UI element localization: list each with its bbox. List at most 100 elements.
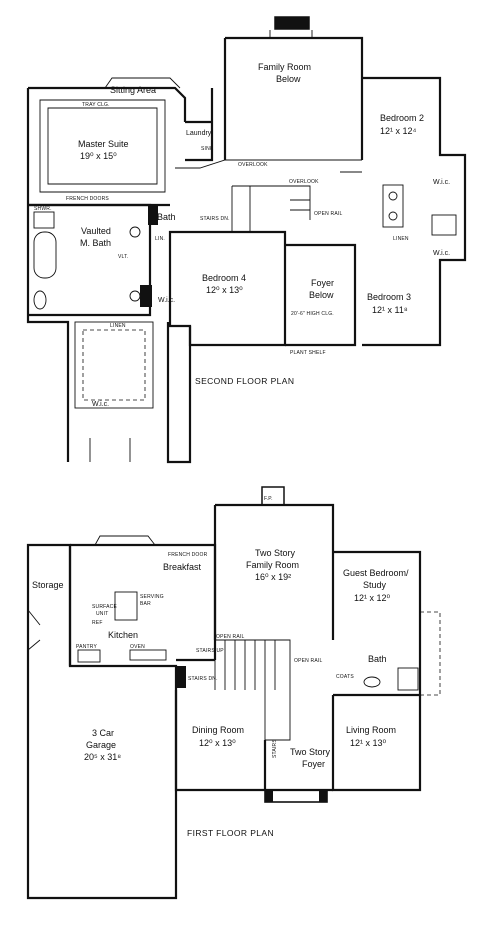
family-room-below-walls [223,36,364,160]
label-surface-2: UNIT [96,611,108,617]
label-serving-2: BAR [140,601,151,607]
island [114,591,138,621]
label-family-room-below-2: Below [276,74,301,84]
label-bedroom-2-dim: 12¹ x 12⁴ [380,126,417,136]
toilet [33,290,47,310]
tub [33,231,57,279]
label-family-room-below-1: Family Room [258,62,311,72]
label-tray-clg: TRAY CLG. [82,102,110,108]
bath-vanity-2 [382,184,404,228]
entry-porch [264,789,328,803]
label-two-story-family-dim: 16⁰ x 19² [255,572,291,582]
label-dining-dim: 12⁰ x 13⁰ [199,738,236,748]
label-storage: Storage [32,580,64,590]
label-shwr: SHWR. [34,206,52,212]
label-fp: F.P. [264,496,273,502]
guest-bedroom-walls [333,550,422,697]
label-bedroom-4-dim: 12⁰ x 13⁰ [206,285,243,295]
living-room-walls [331,695,422,792]
label-open-rail-2f: OPEN RAIL [314,211,342,217]
dining-room-walls [174,690,267,792]
label-french-door: FRENCH DOOR [168,552,208,558]
label-m-bath: M. Bath [80,238,111,248]
label-two-story-family-2: Family Room [246,560,299,570]
label-guest-bedroom-1: Guest Bedroom/ [343,568,409,578]
master-wic [74,321,154,409]
label-garage-dim: 20⁵ x 31⁸ [84,752,121,762]
label-two-story-family-1: Two Story [255,548,296,558]
second-floor-labels: Sitting Area TRAY CLG. Master Suite 19⁰ … [34,62,450,408]
label-surface-1: SURFACE [92,604,117,610]
label-vaulted: Vaulted [81,226,111,236]
chimney [274,16,310,30]
bedroom-4-walls [168,230,287,347]
family-room-walls [213,503,335,640]
master-bath-walls [28,203,152,317]
label-ref: REF [92,620,103,626]
label-guest-bedroom-dim: 12¹ x 12⁰ [354,593,391,603]
label-garage-1: 3 Car [92,728,114,738]
first-floor-title: FIRST FLOOR PLAN [187,828,274,838]
label-overlook-2: OVERLOOK [289,179,319,185]
label-two-story-foyer-2: Foyer [302,759,325,769]
label-master-suite-dim: 19⁰ x 15⁰ [80,151,117,161]
second-floor-title: SECOND FLOOR PLAN [195,376,294,386]
label-wic-3: W.i.c. [158,297,175,304]
shower [33,211,55,229]
label-open-rail-2: OPEN RAIL [294,658,322,664]
label-pantry: PANTRY [76,644,97,650]
label-oven: OVEN [130,644,145,650]
label-foyer-below-1: Foyer [311,278,334,288]
label-stairs-dn-2f: STAIRS DN. [200,216,230,222]
label-serving-1: SERVING [140,594,164,600]
label-wic-master: W.i.c. [92,401,109,408]
label-garage-2: Garage [86,740,116,750]
tray-ceiling-outline [39,99,166,193]
label-coats: COATS [336,674,354,680]
label-lin: LIN. [155,236,165,242]
label-linen-1: LINEN [110,323,126,329]
label-wic-1: W.i.c. [433,179,450,186]
label-foyer-below-2: Below [309,290,334,300]
label-dining-room: Dining Room [192,725,244,735]
label-stairs-1f: STAIRS [272,739,278,758]
stair-1f [214,639,291,741]
breakfast-bay [94,535,156,546]
bedroom-2-walls [362,76,467,347]
label-sitting-area: Sitting Area [110,85,156,95]
label-stairs-up: STAIRS UP [196,648,224,654]
label-linen-2: LINEN [393,236,409,242]
second-floor-plan [26,16,467,464]
sink-1 [129,226,141,238]
label-bath: Bath [157,212,176,222]
label-wic-2: W.i.c. [433,250,450,257]
label-bedroom-3-dim: 12¹ x 11⁸ [372,305,408,315]
fireplace [261,486,285,506]
label-two-story-foyer-1: Two Story [290,747,331,757]
label-kitchen: Kitchen [108,630,138,640]
label-bath-1f: Bath [368,654,387,664]
label-living-room: Living Room [346,725,396,735]
label-laundry: Laundry [186,130,212,137]
tub-2 [431,214,457,236]
label-open-rail-1: OPEN RAIL [216,634,244,640]
label-bedroom-4: Bedroom 4 [202,273,246,283]
label-master-suite: Master Suite [78,139,129,149]
label-bedroom-3: Bedroom 3 [367,292,411,302]
laundry-walls [185,88,214,162]
label-breakfast: Breakfast [163,562,202,572]
sitting-bay [104,77,181,89]
label-vlt: VLT. [118,254,128,260]
tub-1f [397,667,419,691]
label-guest-bedroom-2: Study [363,580,387,590]
label-plant-shelf: PLANT SHELF [290,350,326,356]
label-stairs-dn-1f: STAIRS DN. [188,676,218,682]
stair-2f [231,185,311,232]
label-bedroom-2: Bedroom 2 [380,113,424,123]
foyer-below-walls [285,243,357,347]
first-floor-plan [26,486,441,900]
label-living-dim: 12¹ x 13⁰ [350,738,387,748]
first-floor-labels: F.P. Two Story Family Room 16⁰ x 19² FRE… [32,496,409,838]
sink-2 [129,290,141,302]
